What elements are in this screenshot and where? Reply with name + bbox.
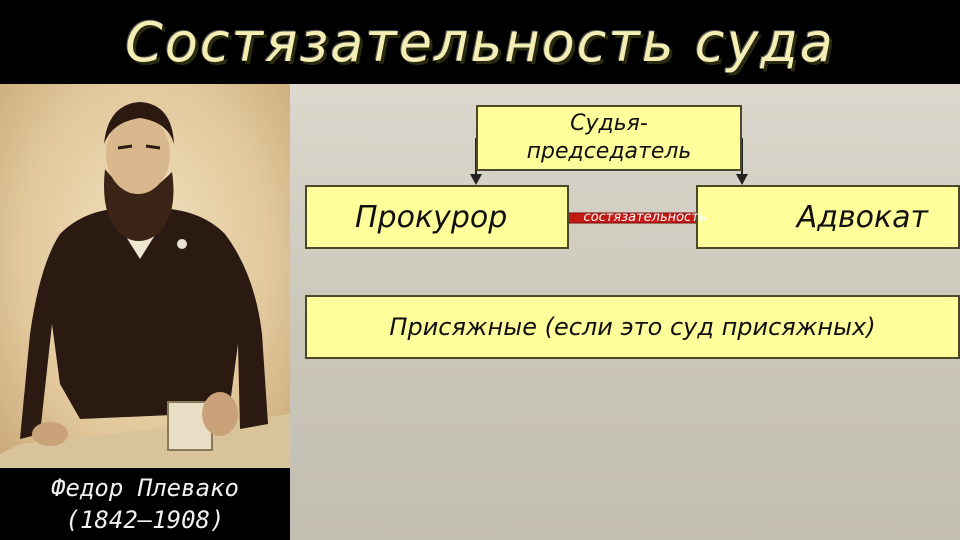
diagram-area: Судья- председатель Прокурор Адвокат сос… [290,84,960,540]
page-title: Состязательность суда [125,10,835,74]
arrowhead-prosecutor [470,174,482,185]
prosecutor-box: Прокурор [305,185,569,249]
judge-label-line1: Судья- [570,111,648,136]
jurors-box: Присяжные (если это суд присяжных) [305,295,960,359]
arrowhead-lawyer [736,174,748,185]
title-bar: Состязательность суда [0,0,960,84]
lawyer-label: Адвокат [796,199,928,235]
judge-label-line2: председатель [526,139,692,164]
jurors-label: Присяжные (если это суд присяжных) [389,313,876,341]
adversarial-label: состязательность [583,210,707,225]
prosecutor-label: Прокурор [355,199,508,235]
portrait-photo [0,84,290,468]
judge-box: Судья- председатель [476,105,742,171]
portrait-caption: Федор Плевако (1842–1908) [0,468,290,540]
caption-name: Федор Плевако [51,474,239,502]
portrait-illustration [0,102,290,468]
caption-years: (1842–1908) [65,506,225,534]
lawyer-box: Адвокат [696,185,960,249]
